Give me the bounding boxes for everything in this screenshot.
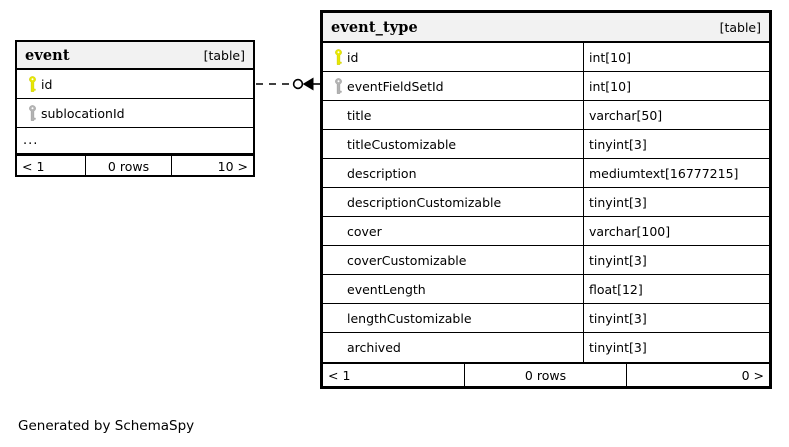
column-name-label: sublocationId (41, 105, 125, 121)
column-name-cell: description (323, 159, 583, 187)
column-name-label: descriptionCustomizable (347, 194, 502, 210)
table-event-type-footer: < 1 0 rows 0 > (323, 362, 769, 387)
table-event-tag: [table] (203, 47, 245, 63)
row-count-label: 0 rows (464, 364, 627, 387)
table-row[interactable]: archived tinyint[3] (323, 333, 769, 362)
column-type-label: mediumtext[16777215] (583, 159, 769, 187)
table-event-type-tag: [table] (719, 19, 761, 35)
column-name-label: title (347, 107, 372, 123)
table-row[interactable]: id (17, 70, 253, 99)
column-name-label: coverCustomizable (347, 252, 467, 268)
foreign-key-icon (329, 78, 347, 94)
column-name-label: description (347, 165, 417, 181)
column-type-label: varchar[50] (583, 101, 769, 129)
column-name-label: lengthCustomizable (347, 310, 472, 326)
generated-by-caption: Generated by SchemaSpy (18, 418, 195, 434)
column-type-label: tinyint[3] (583, 333, 769, 362)
column-name-cell: titleCustomizable (323, 130, 583, 158)
table-row[interactable]: title varchar[50] (323, 101, 769, 130)
column-name-label: cover (347, 223, 382, 239)
table-event-footer: < 1 0 rows 10 > (17, 154, 253, 177)
column-type-label: tinyint[3] (583, 188, 769, 216)
prev-page-button[interactable]: < 1 (328, 368, 351, 383)
column-name-cell: title (323, 101, 583, 129)
table-row[interactable]: titleCustomizable tinyint[3] (323, 130, 769, 159)
table-row[interactable]: lengthCustomizable tinyint[3] (323, 304, 769, 333)
column-type-label: int[10] (583, 72, 769, 100)
table-row[interactable]: eventLength float[12] (323, 275, 769, 304)
column-name-label: eventLength (347, 281, 426, 297)
column-type-label: varchar[100] (583, 217, 769, 245)
column-name-cell: eventFieldSetId (323, 72, 583, 100)
table-event-header: event [table] (17, 42, 253, 70)
column-name-label: titleCustomizable (347, 136, 457, 152)
ellipsis-label: ... (23, 133, 39, 148)
column-type-label: float[12] (583, 275, 769, 303)
column-type-label: tinyint[3] (583, 304, 769, 332)
primary-key-icon (329, 49, 347, 65)
column-type-label: tinyint[3] (583, 246, 769, 274)
column-name-cell: lengthCustomizable (323, 304, 583, 332)
column-name-label: eventFieldSetId (347, 78, 444, 94)
table-event-type-name: event_type (331, 18, 418, 36)
relationship-connector-event-to-event-type (255, 72, 325, 96)
table-row[interactable]: coverCustomizable tinyint[3] (323, 246, 769, 275)
table-row[interactable]: description mediumtext[16777215] (323, 159, 769, 188)
table-row[interactable]: id int[10] (323, 43, 769, 72)
next-page-button[interactable]: 0 > (741, 368, 764, 383)
column-name-label: archived (347, 340, 401, 355)
foreign-key-icon (23, 105, 41, 121)
table-event-name: event (25, 46, 70, 64)
column-name-cell: sublocationId (17, 99, 253, 127)
column-name-cell: coverCustomizable (323, 246, 583, 274)
table-event-columns: id sublocationId ... (17, 70, 253, 154)
table-row[interactable]: cover varchar[100] (323, 217, 769, 246)
table-row[interactable]: sublocationId (17, 99, 253, 128)
table-event-type-columns: id int[10] eventFieldSetId int[10] (323, 43, 769, 362)
column-name-cell: archived (323, 333, 583, 362)
next-page-button[interactable]: 10 > (217, 159, 248, 174)
column-name-label: id (41, 76, 53, 92)
column-type-label: tinyint[3] (583, 130, 769, 158)
row-count-label: 0 rows (85, 156, 172, 177)
prev-page-button[interactable]: < 1 (22, 159, 45, 174)
column-name-cell: descriptionCustomizable (323, 188, 583, 216)
more-columns-ellipsis: ... (17, 128, 253, 154)
column-name-cell: eventLength (323, 275, 583, 303)
table-row[interactable]: descriptionCustomizable tinyint[3] (323, 188, 769, 217)
table-event-type[interactable]: event_type [table] id int[10] (320, 10, 772, 389)
primary-key-icon (23, 76, 41, 92)
table-row[interactable]: eventFieldSetId int[10] (323, 72, 769, 101)
column-name-cell: id (323, 43, 583, 71)
column-name-label: id (347, 49, 359, 65)
column-type-label: int[10] (583, 43, 769, 71)
table-event[interactable]: event [table] id (15, 40, 255, 177)
table-event-type-header: event_type [table] (323, 13, 769, 43)
column-name-cell: id (17, 70, 253, 98)
column-name-cell: cover (323, 217, 583, 245)
